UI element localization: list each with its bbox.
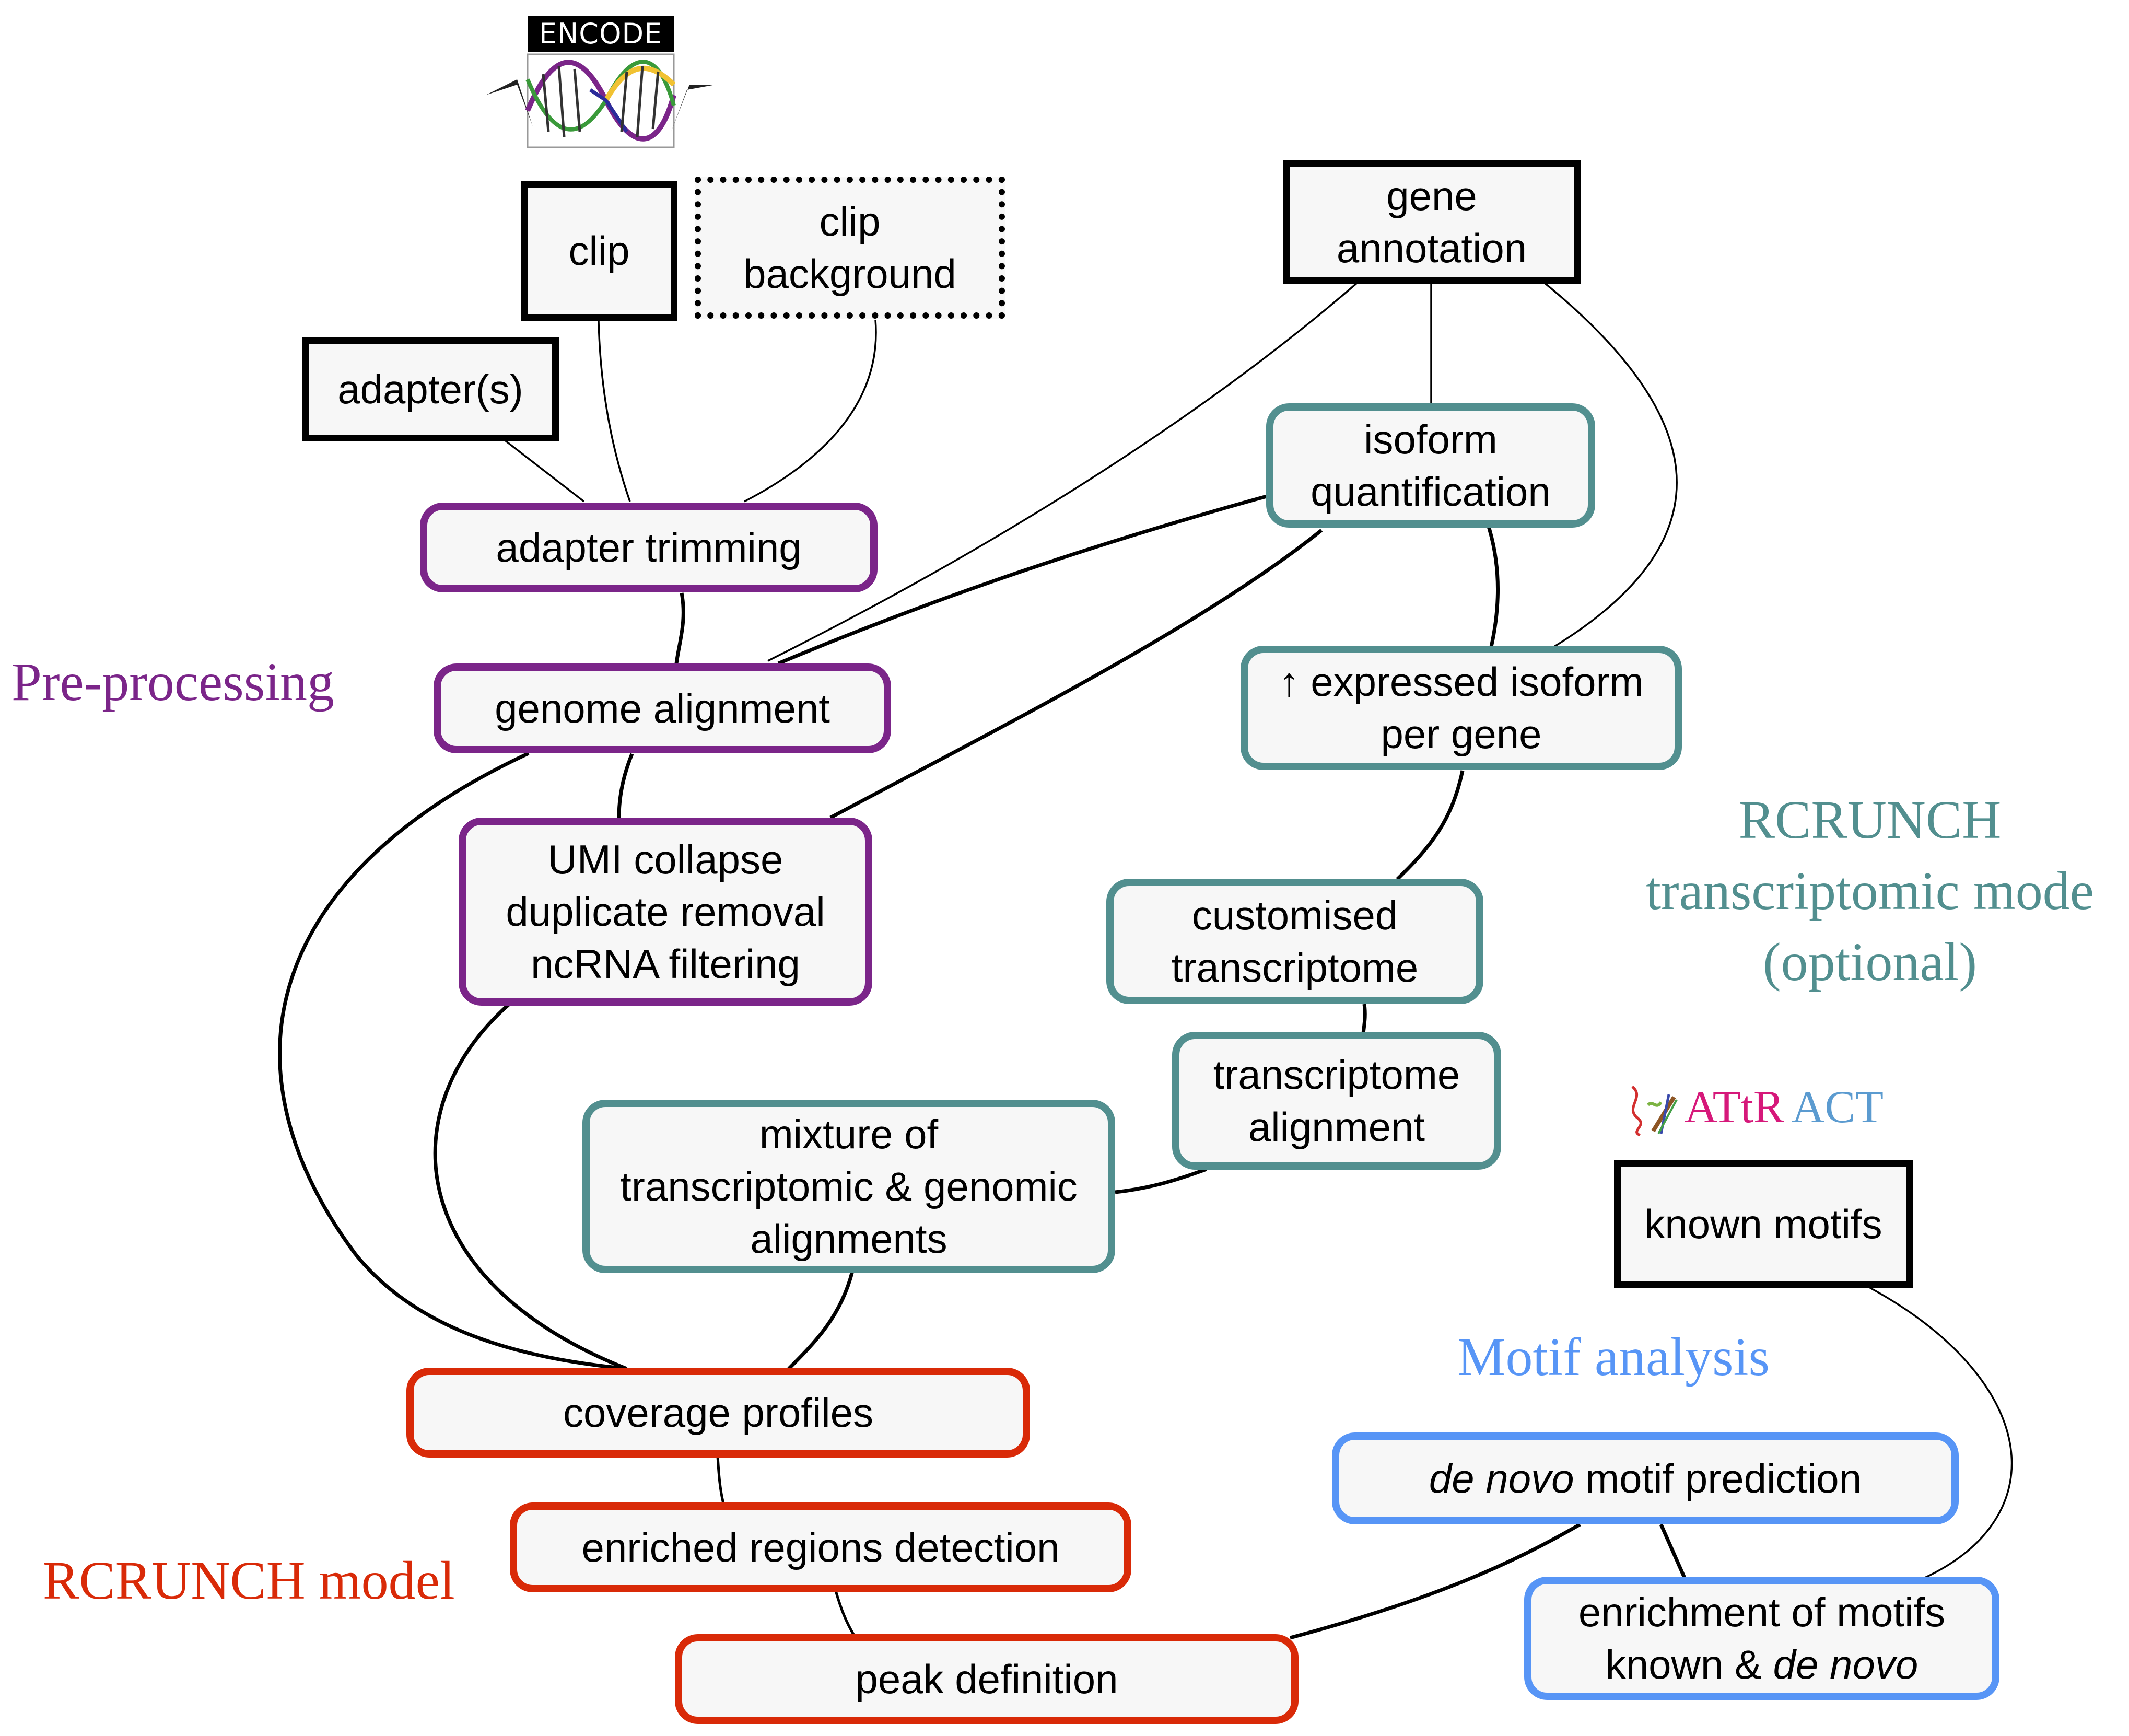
input-known-motifs-label: known motifs xyxy=(1644,1201,1882,1247)
section-transcriptomic-line2: transcriptomic mode xyxy=(1646,861,2094,921)
node-coverage-profiles[interactable]: coverage profiles xyxy=(406,1368,1030,1458)
node-expressed-line2: per gene xyxy=(1381,711,1542,757)
encode-logo: ENCODE xyxy=(486,16,716,149)
node-enriched-regions[interactable]: enriched regions detection xyxy=(510,1502,1131,1592)
node-mixture-line3: alignments xyxy=(750,1216,947,1262)
edge-umi-coverage xyxy=(433,1003,628,1371)
rna-protein-icon xyxy=(1631,1086,1678,1136)
edge-isoform-umi xyxy=(829,529,1323,820)
section-label-transcriptomic: RCRUNCH transcriptomic mode (optional) xyxy=(1619,785,2121,998)
edge-adapters-trimming xyxy=(505,440,585,503)
attract-wordmark-a: ATtR xyxy=(1685,1082,1784,1133)
input-gene-annotation-line2: annotation xyxy=(1336,225,1527,271)
node-custom-line1: customised xyxy=(1191,892,1398,938)
node-umi-line1: UMI collapse xyxy=(547,836,783,882)
node-motif-enrichment[interactable]: enrichment of motifs known & de novo xyxy=(1524,1577,1999,1700)
node-mixture-alignments[interactable]: mixture of transcriptomic & genomic alig… xyxy=(582,1100,1115,1273)
node-umi-line3: ncRNA filtering xyxy=(531,941,800,987)
edge-mixture-coverage xyxy=(787,1271,855,1370)
node-isoform-line2: quantification xyxy=(1311,469,1551,515)
section-label-model: RCRUNCH model xyxy=(43,1551,455,1611)
input-clip-background[interactable]: clip background xyxy=(695,177,1005,319)
section-label-motif: Motif analysis xyxy=(1457,1327,1770,1387)
node-coverage-label: coverage profiles xyxy=(563,1390,873,1436)
edge-trimming-genome xyxy=(674,592,685,664)
section-transcriptomic-line3: (optional) xyxy=(1762,932,1978,992)
input-known-motifs[interactable]: known motifs xyxy=(1614,1160,1913,1288)
dna-helix-icon xyxy=(486,53,716,148)
node-enrichment-plain: known & xyxy=(1605,1641,1773,1687)
edge-isoform-genome xyxy=(777,494,1267,666)
edge-clip-trimming xyxy=(598,321,631,502)
input-clip-label: clip xyxy=(568,228,630,274)
edge-denovo-enrichment xyxy=(1659,1523,1687,1579)
node-adapter-trimming-label: adapter trimming xyxy=(496,525,802,570)
edge-peak-denovo xyxy=(1290,1522,1581,1640)
input-clip[interactable]: clip xyxy=(521,181,677,321)
node-denovo-rest: motif prediction xyxy=(1574,1455,1862,1501)
edge-isoform-expressed xyxy=(1487,526,1500,647)
node-umi-line2: duplicate removal xyxy=(506,889,825,935)
encode-wordmark: ENCODE xyxy=(528,16,674,52)
edge-known-enrichment xyxy=(1869,1287,2013,1579)
input-clip-background-line2: background xyxy=(743,251,956,297)
node-enrichment-italic: de novo xyxy=(1773,1641,1919,1687)
node-enrichment-line1: enrichment of motifs xyxy=(1578,1589,1946,1635)
edge-clipbg-trimming xyxy=(744,319,877,503)
attract-logo: ATtR ACT xyxy=(1624,1081,1906,1139)
node-peak-definition[interactable]: peak definition xyxy=(675,1634,1299,1724)
edge-custom-talign xyxy=(1361,1004,1367,1034)
node-denovo-label: de novo motif prediction xyxy=(1429,1452,1862,1505)
node-denovo-italic: de novo xyxy=(1429,1455,1574,1501)
node-genome-alignment[interactable]: genome alignment xyxy=(434,663,891,753)
node-mixture-line1: mixture of xyxy=(759,1111,939,1157)
node-adapter-trimming[interactable]: adapter trimming xyxy=(420,503,878,592)
node-umi-collapse[interactable]: UMI collapse duplicate removal ncRNA fil… xyxy=(459,818,872,1006)
node-expressed-isoform[interactable]: ↑ expressed isoform per gene xyxy=(1241,646,1682,770)
input-clip-background-line1: clip xyxy=(819,199,881,244)
node-enrichment-line2: known & de novo xyxy=(1606,1638,1918,1691)
input-adapters-label: adapter(s) xyxy=(337,366,523,412)
node-enriched-label: enriched regions detection xyxy=(581,1524,1060,1570)
node-custom-line2: transcriptome xyxy=(1171,945,1419,991)
node-mixture-line2: transcriptomic & genomic xyxy=(620,1163,1078,1209)
edge-enriched-peak xyxy=(834,1590,856,1636)
node-isoform-quantification[interactable]: isoform quantification xyxy=(1266,403,1595,528)
edge-genome-umi xyxy=(617,753,634,818)
edge-expressed-custom xyxy=(1396,770,1465,881)
node-isoform-line1: isoform xyxy=(1364,416,1498,462)
node-expressed-line1: ↑ expressed isoform xyxy=(1279,659,1644,705)
attract-wordmark-b: ACT xyxy=(1792,1082,1884,1133)
edge-genome-coverage xyxy=(278,751,627,1371)
section-transcriptomic-line1: RCRUNCH xyxy=(1738,790,2002,850)
node-transcriptome-alignment[interactable]: transcriptome alignment xyxy=(1172,1032,1501,1170)
node-denovo-motif-prediction[interactable]: de novo motif prediction xyxy=(1332,1432,1959,1524)
edge-coverage-enriched xyxy=(716,1456,725,1504)
input-gene-annotation[interactable]: gene annotation xyxy=(1283,160,1581,284)
node-genome-alignment-label: genome alignment xyxy=(495,685,830,731)
edge-talign-mixture xyxy=(1115,1167,1208,1194)
node-customised-transcriptome[interactable]: customised transcriptome xyxy=(1106,879,1483,1004)
edge-annotation-genome xyxy=(767,281,1359,662)
input-gene-annotation-line1: gene xyxy=(1386,173,1477,219)
edge-annotation-expressed xyxy=(1542,281,1678,648)
node-peak-label: peak definition xyxy=(855,1656,1118,1702)
input-adapters[interactable]: adapter(s) xyxy=(302,337,559,441)
node-talign-line2: alignment xyxy=(1248,1104,1425,1150)
node-talign-line1: transcriptome xyxy=(1213,1052,1460,1098)
section-label-preprocessing: Pre-processing xyxy=(11,652,335,712)
